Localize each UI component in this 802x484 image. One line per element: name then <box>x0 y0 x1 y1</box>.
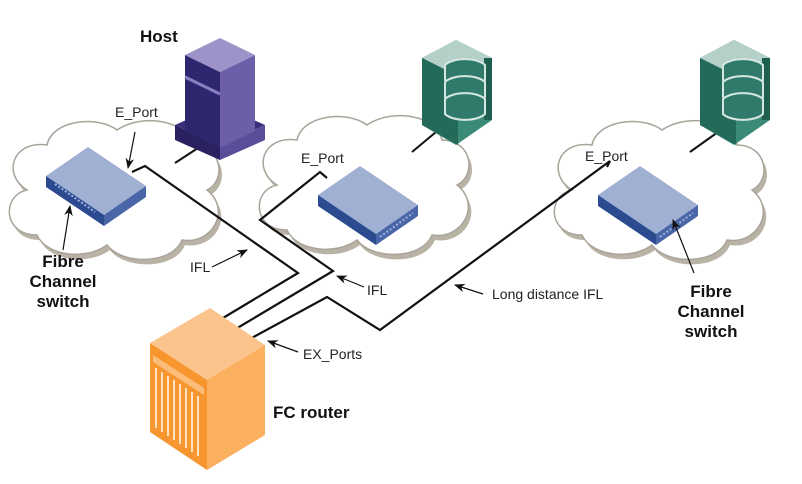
host-label: Host <box>140 27 178 46</box>
storage-center-link <box>411 131 437 153</box>
e-port-left-arrow <box>125 131 136 170</box>
switch-center <box>318 166 418 245</box>
ifl-center-cable <box>233 170 336 331</box>
ifl-left-label: IFL <box>190 259 211 275</box>
long-distance-ifl-arrow <box>453 283 484 295</box>
switch-left <box>46 147 146 226</box>
switch-right-label-line: Fibre <box>690 282 732 301</box>
switch-right-label: Fibre Channel switch <box>670 282 752 342</box>
ifl-center-label: IFL <box>367 282 388 298</box>
long-distance-ifl-cable <box>247 160 611 341</box>
switch-left-label-line: switch <box>36 292 90 311</box>
e-port-center-label: E_Port <box>301 150 344 166</box>
ex-ports-label: EX_Ports <box>303 346 363 362</box>
switch-right-arrow <box>672 218 695 274</box>
fc-router <box>150 308 265 470</box>
ifl-center-arrow <box>335 275 365 288</box>
e-port-left-label: E_Port <box>115 104 158 120</box>
host-server <box>175 38 265 160</box>
ifl-left-cable <box>131 164 301 322</box>
e-port-right-label: E_Port <box>585 148 628 164</box>
storage-center <box>422 40 492 145</box>
fc-router-label: FC router <box>273 403 350 422</box>
long-distance-ifl-label: Long distance IFL <box>492 286 604 302</box>
switch-left-label: Fibre Channel switch <box>22 252 104 312</box>
switch-left-label-line: Fibre <box>42 252 84 271</box>
ifl-left-arrow <box>211 249 248 268</box>
host-link <box>174 147 199 164</box>
storage-right-link <box>689 131 719 153</box>
switch-right-label-line: switch <box>684 322 738 341</box>
switch-right-label-line: Channel <box>677 302 745 321</box>
switch-left-arrow <box>62 204 73 251</box>
ex-ports-arrow <box>266 340 299 353</box>
storage-right <box>700 40 770 145</box>
switch-left-label-line: Channel <box>29 272 97 291</box>
